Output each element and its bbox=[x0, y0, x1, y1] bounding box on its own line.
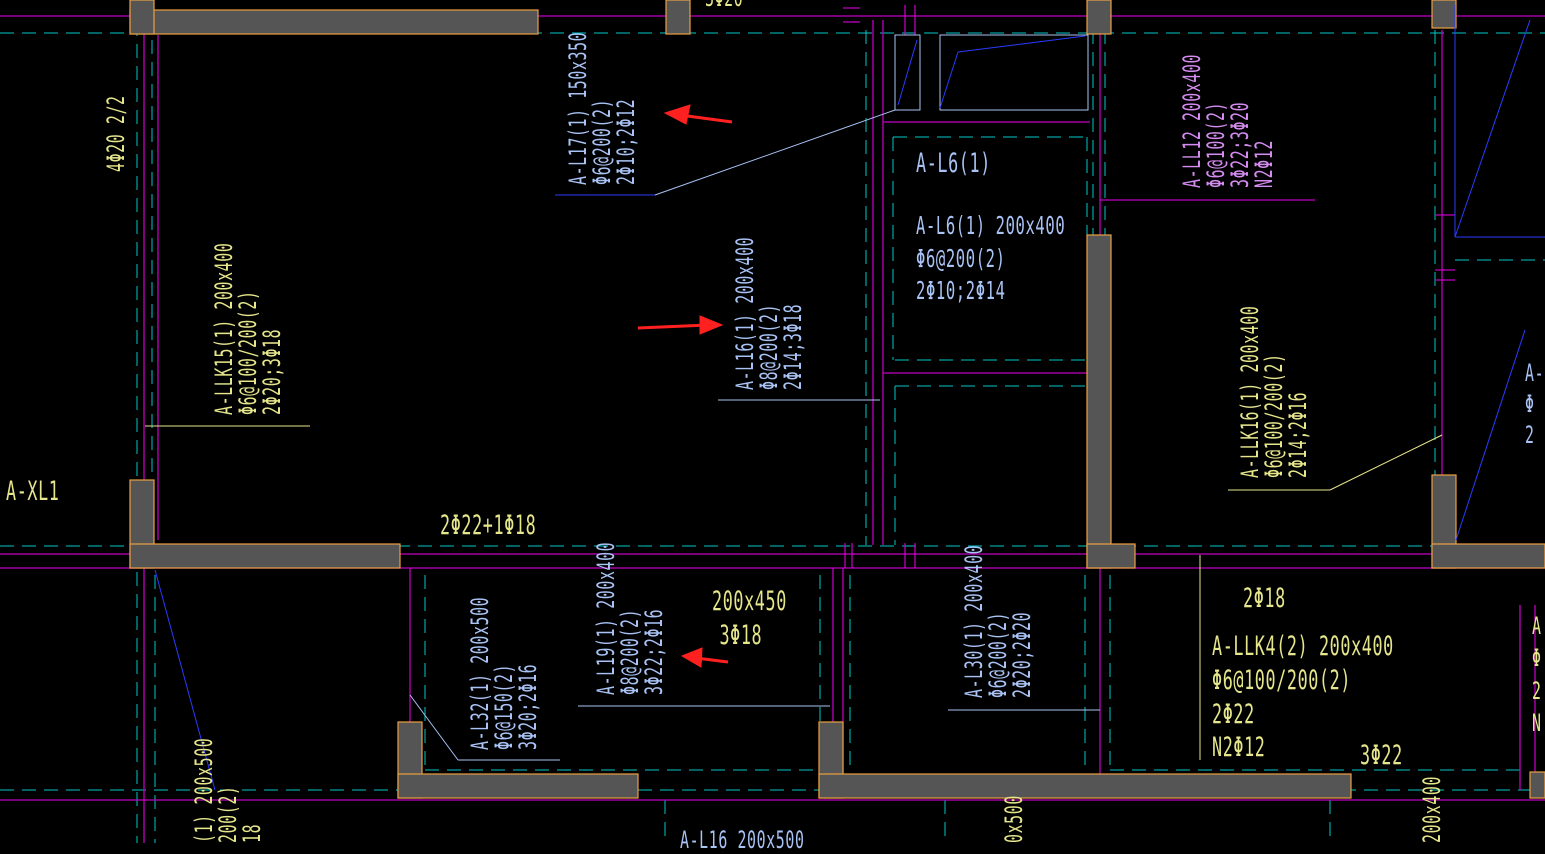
beam-l30-label: A-L30(1) 200x400 Φ6@200(2) 2Φ20;2Φ20 bbox=[960, 544, 1036, 698]
beam-l30-line2: Φ6@200(2) bbox=[984, 611, 1012, 698]
beam-llk4-line4: N2Φ12 bbox=[1212, 732, 1266, 764]
beam-l30-line1: A-L30(1) 200x400 bbox=[960, 544, 988, 698]
beam-ll12-line3: 3Φ22;3Φ20 bbox=[1226, 101, 1254, 188]
section-200x450-line2: 3Φ18 bbox=[719, 619, 763, 651]
beam-llk15-line2: Φ6@100/200(2) bbox=[234, 290, 262, 415]
beam-l17-line3: 2Φ10;2Φ12 bbox=[612, 98, 640, 185]
section-200x450-line1: 200x450 bbox=[712, 586, 787, 617]
beam-ll12-line1: A-LL12 200x400 bbox=[1178, 53, 1206, 188]
right-partial1-line1: A- bbox=[1525, 359, 1545, 387]
arrow-icon-l17 bbox=[663, 104, 733, 125]
beam-llk15-line3: 2Φ20;3Φ18 bbox=[258, 328, 286, 415]
beam-llk15-line1: A-LLK15(1) 200x400 bbox=[210, 242, 238, 415]
beam-l16-label: A-L16(1) 200x400 Φ8@200(2) 2Φ14;3Φ18 bbox=[731, 236, 807, 390]
beam-l32-label: A-L32(1) 200x500 Φ6@150(2) 3Φ20;2Φ16 bbox=[466, 596, 542, 750]
section-200x450-label: 200x450 3Φ18 bbox=[712, 585, 787, 653]
bottom-mid-partial-label: 0x500 bbox=[1000, 795, 1028, 843]
beam-llk4-line1: A-LLK4(2) 200x400 bbox=[1212, 631, 1394, 662]
beam-llk4-line2: Φ6@100/200(2) bbox=[1212, 664, 1352, 696]
beam-l19-line1: A-L19(1) 200x400 bbox=[592, 541, 620, 695]
right-partial2-line3: 2 bbox=[1532, 676, 1542, 705]
beam-l19-label: A-L19(1) 200x400 Φ8@200(2) 3Φ22;2Φ16 bbox=[592, 541, 668, 695]
wall-segments bbox=[129, 0, 1545, 799]
left-partial-beam-label: (1) 200x500 200(2) 18 bbox=[190, 737, 266, 843]
top-partial-label: 3Φ20 bbox=[705, 0, 743, 10]
beam-llk16-label: A-LLK16(1) 200x400 Φ6@100/200(2) 2Φ14;2Φ… bbox=[1236, 305, 1312, 478]
arrow-icon-l16 bbox=[637, 315, 724, 335]
beam-l6-line3: 2Φ10;2Φ14 bbox=[916, 276, 1006, 305]
bottom-right-partial-label: 200x400 bbox=[1418, 775, 1446, 843]
right-partial-label-2: A Φ 2 N bbox=[1532, 610, 1542, 740]
beam-l17-label: A-L17(1) 150x350 Φ6@200(2) 2Φ10;2Φ12 bbox=[564, 31, 640, 186]
beam-l30-line3: 2Φ20;2Φ20 bbox=[1008, 611, 1036, 698]
bottom-rebar-label: 2Φ22+1Φ18 bbox=[440, 510, 537, 541]
left-partial-line2: 200(2) bbox=[214, 785, 242, 843]
beam-l16-line3: 2Φ14;3Φ18 bbox=[779, 303, 807, 390]
left-partial-line3: 18 bbox=[238, 823, 266, 843]
beam-l16-line2: Φ8@200(2) bbox=[755, 303, 783, 390]
llk15-side-rebar-label: 4Φ20 2/2 bbox=[102, 95, 130, 172]
beam-llk16-line3: 2Φ14;2Φ16 bbox=[1284, 391, 1312, 478]
right-partial2-line2: Φ bbox=[1532, 644, 1542, 673]
right-partial1-line3: 2 bbox=[1525, 421, 1535, 450]
right-partial2-line4: N bbox=[1532, 709, 1542, 738]
leader-lines bbox=[145, 5, 1545, 791]
beam-llk4-label: A-LLK4(2) 200x400 Φ6@100/200(2) 2Φ22 N2Φ… bbox=[1212, 630, 1394, 765]
beam-llk15-label: A-LLK15(1) 200x400 Φ6@100/200(2) 2Φ20;3Φ… bbox=[210, 242, 286, 415]
beam-l32-line3: 3Φ20;2Φ16 bbox=[514, 663, 542, 750]
l6-title-label: A-L6(1) bbox=[916, 148, 991, 179]
beam-l6-label: A-L6(1) 200x400 Φ6@200(2) 2Φ10;2Φ14 bbox=[916, 210, 1065, 308]
beam-l32-line1: A-L32(1) 200x500 bbox=[466, 596, 494, 750]
beam-l6-line1: A-L6(1) 200x400 bbox=[916, 211, 1066, 240]
xl1-label: A-XL1 bbox=[6, 476, 60, 507]
right-partial-label-1: A- Φ 2 bbox=[1525, 358, 1544, 452]
beam-l17-line2: Φ6@200(2) bbox=[588, 98, 616, 185]
bottom-partial-beam-label: A-L16 200x500 bbox=[680, 826, 805, 854]
beam-l19-line2: Φ8@200(2) bbox=[616, 608, 644, 695]
beam-llk16-line2: Φ6@100/200(2) bbox=[1260, 353, 1288, 478]
beam-ll12-label: A-LL12 200x400 Φ6@100(2) 3Φ22;3Φ20 N2Φ12 bbox=[1178, 53, 1278, 188]
right-partial2-line1: A bbox=[1532, 612, 1542, 640]
llk4-bottom-rebar-label: 3Φ22 bbox=[1360, 740, 1403, 771]
arrow-icon-l19 bbox=[680, 647, 729, 668]
beam-ll12-line2: Φ6@100(2) bbox=[1202, 101, 1230, 188]
beam-ll12-line4: N2Φ12 bbox=[1250, 140, 1278, 188]
right-partial1-line2: Φ bbox=[1525, 390, 1535, 419]
annotation-arrows bbox=[637, 104, 733, 668]
left-partial-line1: (1) 200x500 bbox=[190, 737, 218, 843]
beam-l6-line2: Φ6@200(2) bbox=[916, 243, 1006, 273]
beam-llk16-line1: A-LLK16(1) 200x400 bbox=[1236, 305, 1264, 478]
llk4-top-rebar-label: 2Φ18 bbox=[1243, 583, 1286, 614]
beam-l17-line1: A-L17(1) 150x350 bbox=[564, 31, 592, 186]
beam-l16-line1: A-L16(1) 200x400 bbox=[731, 236, 759, 390]
beam-llk4-line3: 2Φ22 bbox=[1212, 698, 1255, 730]
beam-l32-line2: Φ6@150(2) bbox=[490, 663, 518, 750]
beam-l19-line3: 3Φ22;2Φ16 bbox=[640, 608, 668, 695]
